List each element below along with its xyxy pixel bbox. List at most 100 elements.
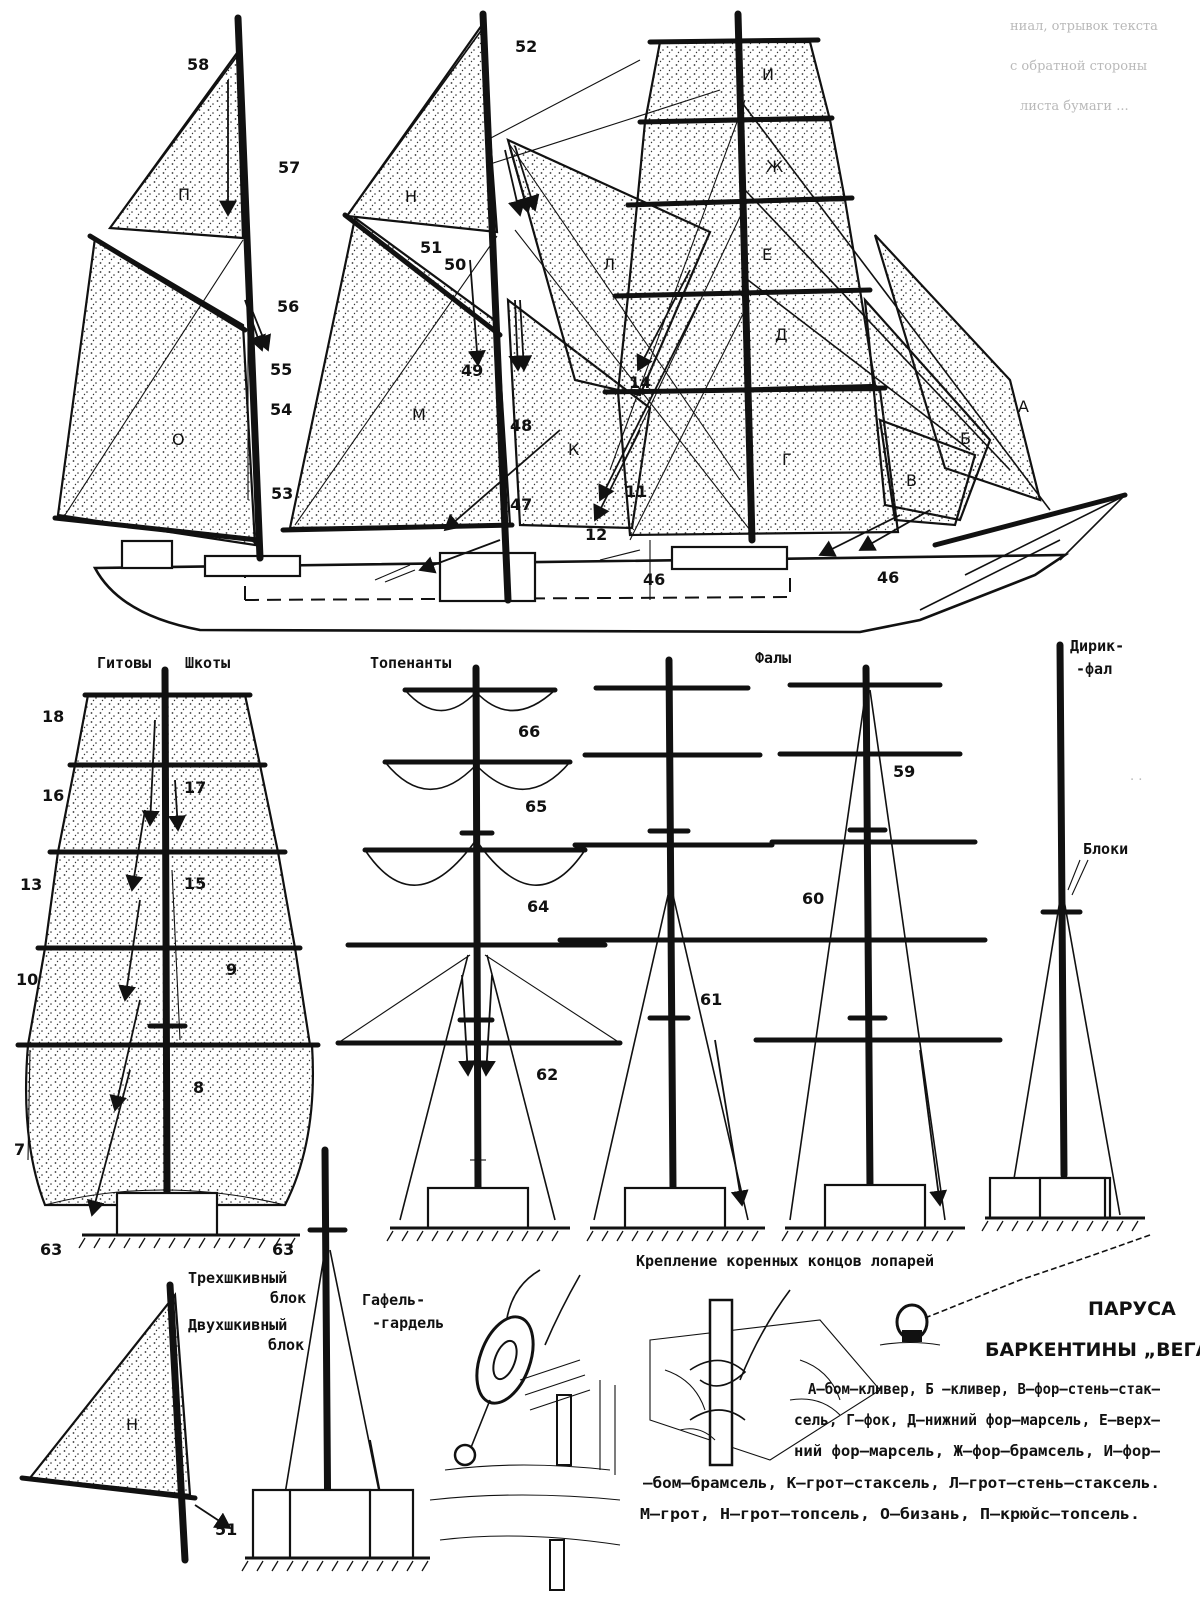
num-15: 15 [184, 874, 206, 893]
num-7: 7 [14, 1140, 25, 1159]
num-65: 65 [525, 797, 547, 816]
num-62: 62 [536, 1065, 558, 1084]
num-63-left: 63 [40, 1240, 62, 1259]
halyards-view-b: 59 60 [753, 664, 1003, 1242]
fastening-details: Крепление коренных концов лопарей [429, 1234, 1151, 1591]
num-56: 56 [277, 297, 299, 316]
label-block2-1: Двухшкивный [188, 1316, 287, 1334]
label-sail-I: И [762, 65, 774, 84]
num-64: 64 [527, 897, 549, 916]
label-sail-G: Г [782, 450, 792, 469]
svg-text:листа бумаги ...: листа бумаги ... [1020, 99, 1129, 114]
label-blocks: Блоки [1083, 840, 1128, 858]
num-58: 58 [187, 55, 209, 74]
num-52: 52 [515, 37, 537, 56]
num-51-small: 51 [215, 1520, 237, 1539]
toppings-view: Топенанты 66 65 64 62 [335, 654, 623, 1242]
num-14: 14 [629, 373, 651, 392]
dirik-halyard-view: Дирик- -фал Блоки [981, 637, 1145, 1232]
num-18: 18 [42, 707, 64, 726]
hull [92, 553, 1070, 634]
deckhouse-aft [120, 539, 174, 570]
ship-sail-letters: А Б В Г Д Е Ж И К Л М Н О П [172, 65, 1029, 490]
sail-N [345, 21, 499, 234]
title-fastening: Крепление коренных концов лопарей [636, 1252, 934, 1270]
num-11: 11 [625, 482, 647, 501]
mizzen-mast [234, 14, 264, 562]
label-sail-B: Б [960, 429, 971, 448]
num-53: 53 [271, 484, 293, 503]
label-gardel-2: -гардель [372, 1314, 444, 1332]
legend-line-2: сель, Г–фок, Д–нижний фор–марсель, Е–вер… [794, 1411, 1161, 1429]
label-block3-2: блок [270, 1289, 306, 1307]
waterline-dashed [244, 570, 791, 601]
num-49: 49 [461, 361, 483, 380]
label-sail-A: А [1018, 397, 1029, 416]
front-view: Гитовы Шкоты 18 17 16 15 13 10 9 8 7 63 … [14, 654, 321, 1259]
side-view: А Б В Г Д Е Ж И К Л М Н О П 58 57 56 55 … [52, 10, 1128, 634]
legend-line-5: М–грот, Н–грот–топсель, О–бизань, П–крюй… [640, 1505, 1140, 1523]
front-view-numbers: 18 17 16 15 13 10 9 8 7 63 63 [14, 707, 294, 1259]
title-shkoty: Шкоты [185, 654, 230, 672]
gaff-halyard-view: Н 51 Трехшкивный блок Двухшкивный блок Г… [19, 1146, 444, 1572]
sail-G [616, 388, 900, 537]
mizzen-boom [52, 515, 261, 543]
title-dirik-1: Дирик- [1070, 637, 1124, 655]
legend-title: ПАРУСА [1088, 1298, 1176, 1320]
num-47: 47 [510, 495, 532, 514]
num-8: 8 [193, 1078, 204, 1097]
main-boom [280, 522, 515, 533]
label-sail-K: К [568, 440, 580, 459]
main-mast [479, 10, 512, 604]
deckhouse-mid [203, 554, 302, 578]
num-55: 55 [270, 360, 292, 379]
label-sail-N-small: Н [126, 1415, 138, 1434]
label-sail-P: П [178, 185, 190, 204]
legend-subtitle: БАРКЕНТИНЫ „ВЕГА" [985, 1339, 1200, 1361]
num-16: 16 [42, 786, 64, 805]
num-51: 51 [420, 238, 442, 257]
num-9: 9 [226, 960, 237, 979]
legend-line-4: –бом–брамсель, К–грот–стаксель, Л–грот–с… [643, 1474, 1160, 1492]
num-17: 17 [184, 778, 206, 797]
halyards-view-a: Фалы 61 [557, 649, 791, 1242]
num-12: 12 [585, 525, 607, 544]
deck-cleat-sketch [649, 1289, 881, 1467]
label-gardel-1: Гафель- [362, 1291, 425, 1309]
label-sail-M: М [412, 405, 426, 424]
num-61: 61 [700, 990, 722, 1009]
sail-P [107, 49, 245, 240]
label-sail-N: Н [405, 187, 417, 206]
title-gitovy: Гитовы [97, 654, 151, 672]
num-63-right: 63 [272, 1240, 294, 1259]
num-60: 60 [802, 889, 824, 908]
label-sail-ZH: Ж [766, 157, 783, 176]
svg-text:ниал, отрывок текста: ниал, отрывок текста [1010, 19, 1158, 34]
num-57: 57 [278, 158, 300, 177]
label-sail-O: О [172, 430, 185, 449]
num-50: 50 [444, 255, 466, 274]
label-block2-2: блок [268, 1336, 304, 1354]
num-46-a: 46 [643, 570, 665, 589]
pulley-block-sketch [429, 1269, 621, 1591]
num-46-b: 46 [877, 568, 899, 587]
num-54: 54 [270, 400, 292, 419]
mizzen-gaff [87, 233, 248, 333]
title-toppings: Топенанты [370, 654, 451, 672]
num-66: 66 [518, 722, 540, 741]
label-sail-V: В [906, 471, 917, 490]
legend: ПАРУСА БАРКЕНТИНЫ „ВЕГА" А–бом–кливер, Б… [640, 1298, 1200, 1523]
num-13: 13 [20, 875, 42, 894]
sail-O [56, 236, 257, 547]
title-dirik-2: -фал [1076, 660, 1112, 678]
label-sail-L: Л [603, 255, 615, 274]
deckhouse-main [438, 551, 537, 603]
deckhouse-fore [670, 545, 789, 571]
svg-text:. .: . . [1130, 769, 1142, 784]
label-sail-D: Д [775, 325, 788, 344]
label-sail-E: Е [762, 245, 772, 264]
sail-V [878, 418, 977, 527]
label-block3-1: Трехшкивный [188, 1269, 287, 1287]
legend-line-3: ний фор–марсель, Ж–фор–брамсель, И–фор– [794, 1442, 1161, 1460]
